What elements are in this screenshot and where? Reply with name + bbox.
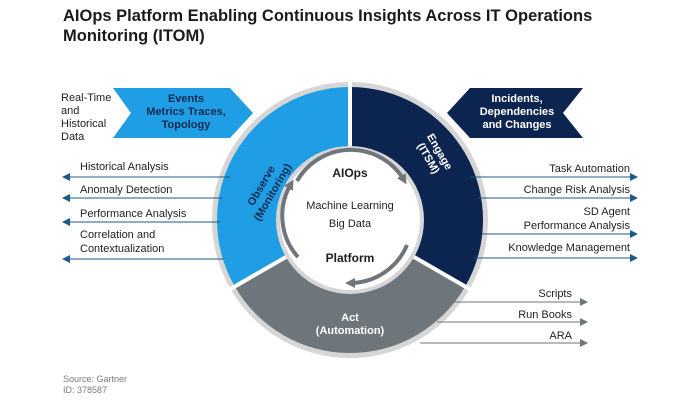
center-platform-label: Platform: [326, 251, 375, 265]
knowledge-management-label: Knowledge Management: [508, 242, 630, 254]
run-books-label: Run Books: [518, 309, 572, 321]
act-label: Act: [341, 312, 359, 324]
incidents-chevron-line-2: Dependencies: [480, 106, 555, 118]
realtime-line-4: Data: [61, 131, 85, 143]
realtime-line-2: and: [61, 105, 80, 117]
correlation-label-line-2: Contextualization: [80, 243, 165, 255]
incidents-chevron-line-1: Incidents,: [491, 93, 542, 105]
ara-label: ARA: [549, 330, 572, 342]
center-ml-label: Machine Learning: [306, 200, 393, 212]
events-chevron-line-3: Topology: [162, 119, 212, 131]
page-title: AIOps Platform Enabling Continuous Insig…: [63, 6, 663, 46]
incidents-chevron-line-3: and Changes: [482, 119, 551, 131]
title-line-2: Monitoring (ITOM): [63, 27, 205, 45]
act-sublabel: (Automation): [316, 325, 385, 337]
center-bigdata-label: Big Data: [329, 218, 372, 230]
anomaly-detection-label: Anomaly Detection: [80, 184, 173, 196]
title-line-1: AIOps Platform Enabling Continuous Insig…: [63, 7, 593, 25]
change-risk-analysis-label: Change Risk Analysis: [523, 184, 630, 196]
sd-agent-label: SD Agent: [583, 206, 630, 218]
incidents-chevron: [447, 88, 583, 138]
realtime-line-3: Historical: [61, 118, 107, 130]
source-note: Source: Gartner ID: 378587: [63, 374, 127, 396]
cycle-arrow-bottom: [345, 244, 409, 288]
cycle-arrow-top: [295, 147, 407, 185]
realtime-line-1: Real-Time: [61, 92, 112, 104]
performance-analysis-right-label: Performance Analysis: [523, 220, 630, 232]
document-id-line: ID: 378587: [63, 385, 108, 395]
performance-analysis-left-label: Performance Analysis: [80, 208, 187, 220]
realtime-data-label: Real-Time and Historical Data: [61, 92, 111, 144]
events-chevron-line-2: Metrics Traces,: [146, 106, 226, 118]
historical-analysis-label: Historical Analysis: [80, 161, 169, 173]
events-chevron-line-1: Events: [168, 93, 204, 105]
center-aiops-label: AIOps: [332, 166, 368, 180]
task-automation-label: Task Automation: [549, 163, 630, 175]
events-chevron: [113, 88, 253, 138]
scripts-label: Scripts: [538, 288, 572, 300]
cycle-arrow-left: [280, 179, 300, 259]
correlation-label-line-1: Correlation and: [80, 229, 156, 241]
source-line: Source: Gartner: [63, 374, 128, 384]
